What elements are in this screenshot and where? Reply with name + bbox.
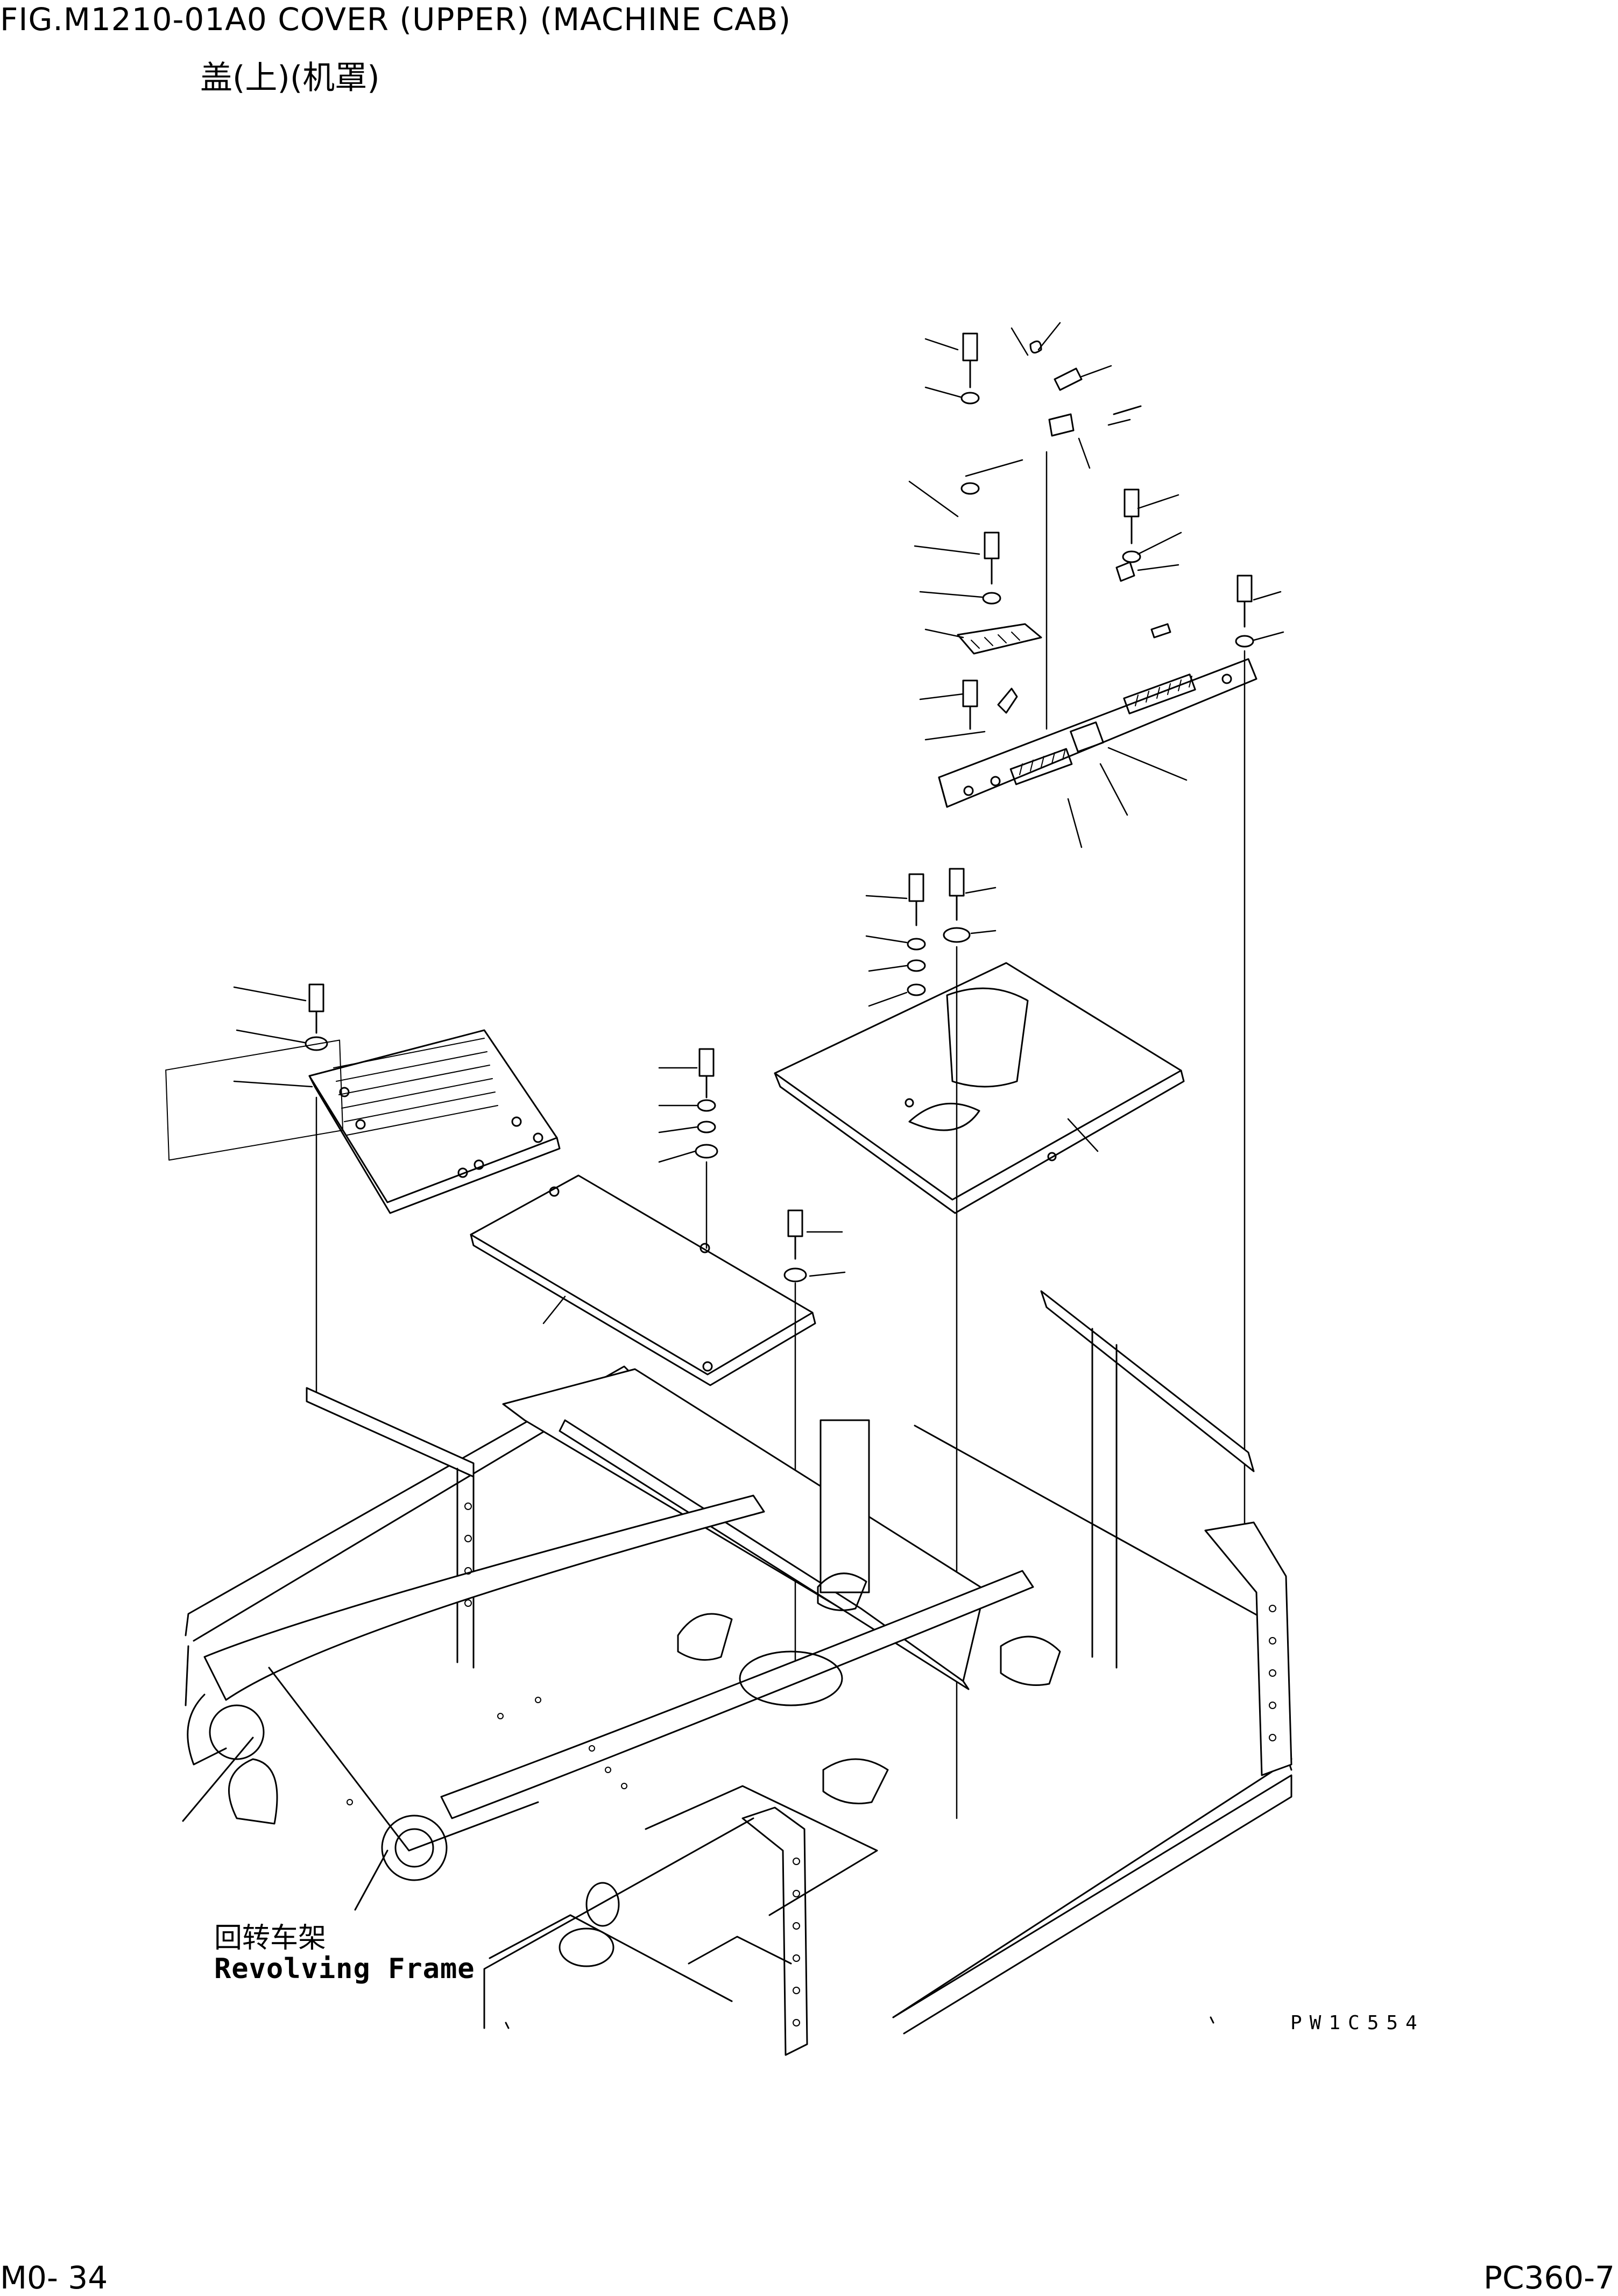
latch-block [1071, 722, 1104, 752]
bolt-stack-middle [908, 869, 970, 995]
bolt-stack-top [962, 334, 1253, 729]
figure-subtitle-chinese: 盖(上)(机罩) [200, 59, 380, 97]
left-vented-cover [166, 984, 560, 1399]
page-number: M0- 34 [0, 2259, 108, 2296]
revolving-frame-label-chinese: 回转车架 [214, 1922, 327, 1954]
cover-opening [947, 988, 1028, 1087]
slot-grille-right [1124, 675, 1195, 714]
drawing-code: PW1C554 [1290, 2012, 1425, 2034]
top-cover-plate-assembly [909, 323, 1283, 847]
small-vent-panel [958, 624, 1041, 654]
middle-flat-cover [471, 651, 1245, 1678]
latch-spring [1030, 341, 1041, 352]
slot-grille-left [1011, 749, 1072, 784]
revolving-frame-label: Revolving Frame [214, 1953, 475, 1985]
figure-title: FIG.M1210-01A0 COVER (UPPER) (MACHINE CA… [0, 1, 792, 38]
large-cover-plate [775, 869, 1184, 1818]
revolving-frame [183, 1291, 1291, 2055]
model-number: PC360-7 [1483, 2259, 1615, 2296]
top-cover-plate [939, 659, 1256, 807]
